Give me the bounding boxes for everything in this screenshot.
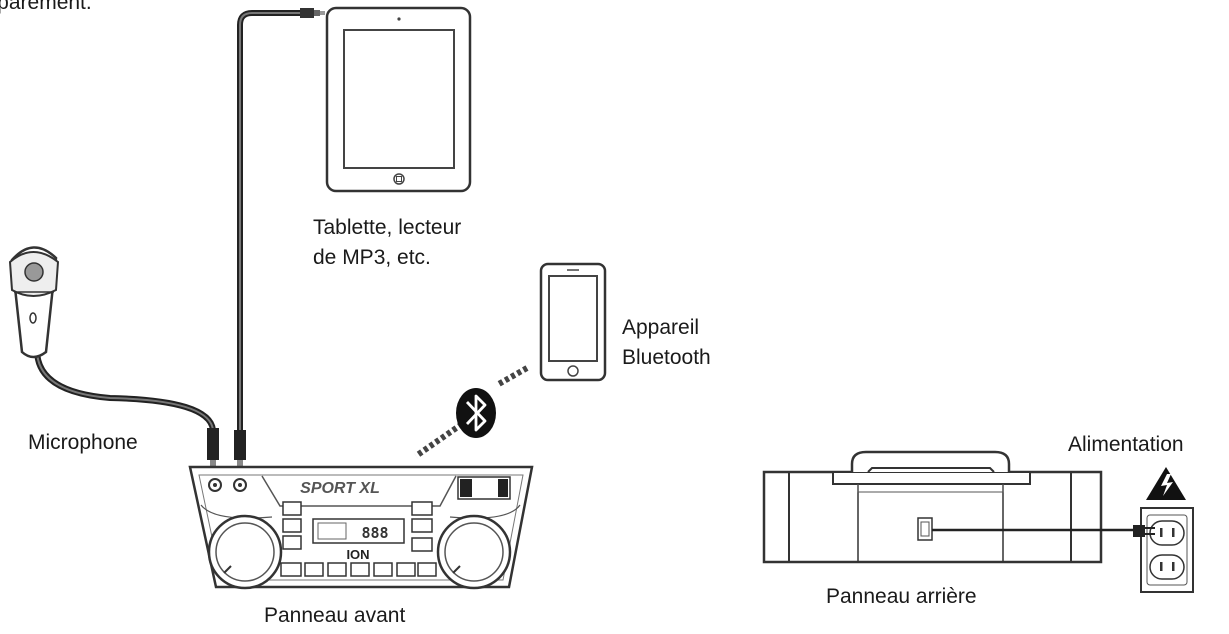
- rear-panel: [762, 450, 1135, 564]
- button-grid: [280, 501, 437, 577]
- bluetooth-icon: [456, 388, 496, 438]
- power-outlet: [1133, 467, 1194, 593]
- front-panel-label: Panneau avant: [264, 604, 406, 627]
- header-text: séparément.: [0, 0, 92, 14]
- tablet-device: [325, 6, 472, 193]
- smartphone-device: [539, 262, 607, 382]
- tablet-label: Tablette, lecteur de MP3, etc.: [313, 213, 461, 273]
- power-label: Alimentation: [1068, 433, 1184, 456]
- bluetooth-device-label-line2: Bluetooth: [622, 346, 711, 369]
- microphone-label: Microphone: [28, 431, 138, 454]
- tablet-jack: [234, 8, 325, 472]
- front-panel-display: 888: [361, 524, 388, 542]
- tablet-cable: [237, 10, 318, 440]
- bluetooth-link: [414, 365, 529, 459]
- front-panel-brand: SPORT XL: [300, 480, 380, 497]
- rear-panel-label: Panneau arrière: [826, 585, 977, 608]
- tablet-label-line1: Tablette, lecteur: [313, 216, 462, 239]
- bluetooth-device-label: Appareil Bluetooth: [622, 313, 711, 373]
- bluetooth-device-label-line1: Appareil: [622, 316, 700, 339]
- front-panel-logo: ION: [346, 547, 369, 562]
- microphone-device: [8, 246, 219, 472]
- front-panel: SPORT XL 888 ION: [188, 465, 534, 590]
- tablet-label-line2: de MP3, etc.: [313, 246, 431, 269]
